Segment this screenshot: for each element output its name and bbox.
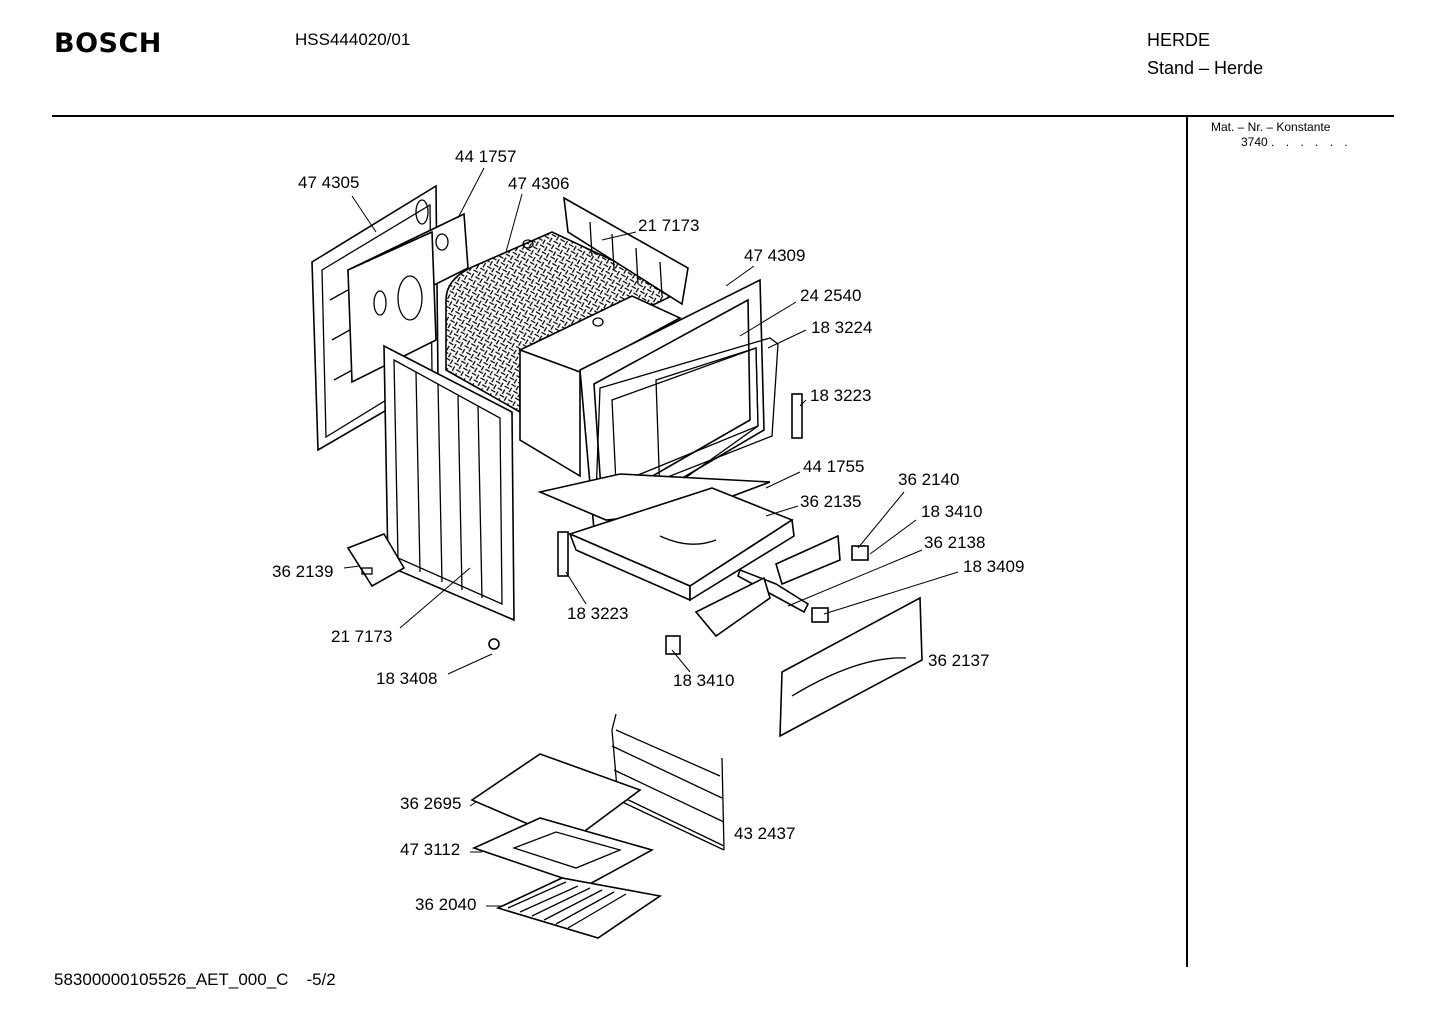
material-number-label: Mat. – Nr. – Konstante [1211, 120, 1331, 134]
side-frame-top-part [563, 196, 689, 306]
part-label: 36 2040 [415, 895, 476, 914]
hinge-part [557, 531, 569, 577]
document-id: 58300000105526_AET_000_C [54, 970, 289, 989]
oven-cavity-part [517, 239, 682, 478]
part-label: 47 4306 [508, 174, 569, 193]
part-label: 44 1755 [803, 457, 864, 476]
side-frame-bottom-part [383, 344, 515, 622]
category-subtitle: Stand – Herde [1147, 58, 1264, 78]
part-label: 18 3224 [811, 318, 872, 337]
part-label: 36 2135 [800, 492, 861, 511]
shelf-rack-part [611, 713, 725, 851]
base-bracket-left-part [346, 533, 406, 588]
wire-rack-part [495, 877, 663, 939]
material-number-dots: . . . . . . [1271, 135, 1352, 149]
hinge-part [791, 393, 803, 439]
part-label: 44 1757 [455, 147, 516, 166]
roasting-pan-part [471, 817, 655, 887]
insulation-panel-part [347, 212, 469, 384]
part-label: 47 3112 [400, 840, 460, 859]
front-frame-part [579, 278, 765, 532]
part-label: 18 3410 [921, 502, 982, 521]
part-label: 21 7173 [331, 627, 392, 646]
material-number: 3740 [1241, 135, 1268, 149]
brand-logo: BOSCH [54, 28, 162, 59]
leader-lines [343, 167, 959, 907]
side-panel-divider [1186, 116, 1188, 967]
part-label: 36 2137 [928, 651, 989, 670]
part-label: 43 2437 [734, 824, 795, 843]
clip-part [665, 635, 681, 655]
clip-part [851, 545, 869, 561]
part-label: 36 2138 [924, 533, 985, 552]
page-number: -5/2 [306, 970, 336, 989]
rail-bracket-part [694, 534, 841, 638]
part-label: 18 3223 [810, 386, 871, 405]
foot-part [488, 638, 500, 650]
part-label: 18 3408 [376, 669, 437, 688]
part-label: 36 2140 [898, 470, 959, 489]
model-number: HSS444020/01 [295, 30, 411, 49]
category-title: HERDE [1147, 30, 1211, 50]
part-label: 18 3409 [963, 557, 1024, 576]
part-label: 47 4305 [298, 173, 359, 192]
part-labels: 47 4305 44 1757 47 4306 21 7173 47 4309 … [272, 147, 1024, 914]
part-label: 24 2540 [800, 286, 861, 305]
part-label: 21 7173 [638, 216, 699, 235]
hinge-clip-part [811, 607, 829, 623]
part-label: 47 4309 [744, 246, 805, 265]
part-label: 36 2139 [272, 562, 333, 581]
base-tray-part [567, 487, 795, 602]
part-label: 36 2695 [400, 794, 461, 813]
part-label: 18 3223 [567, 604, 628, 623]
header-divider [52, 115, 1394, 117]
part-label: 18 3410 [673, 671, 734, 690]
footer-doc-id: 58300000105526_AET_000_C -5/2 [54, 970, 336, 990]
drawer-front-part [779, 596, 923, 738]
material-number-value: 3740 . . . . . . [1241, 135, 1352, 149]
